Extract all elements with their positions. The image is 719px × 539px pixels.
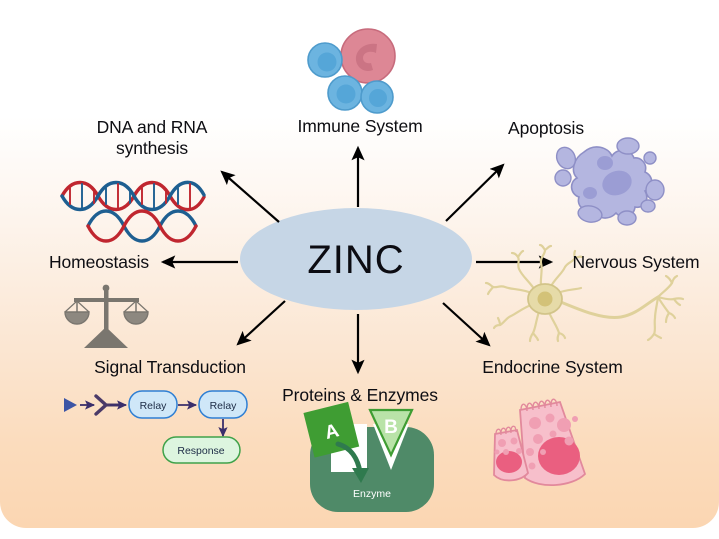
response-node bbox=[162, 436, 241, 464]
dna-helix-icon bbox=[60, 180, 206, 243]
relay-1-label: Relay bbox=[140, 400, 168, 412]
substrate-a-label: A bbox=[323, 420, 342, 444]
label-immune-system: Immune System bbox=[297, 116, 423, 136]
arrow-to-endocrine bbox=[442, 302, 491, 347]
arrow-group bbox=[160, 145, 554, 375]
substrate-b: B bbox=[368, 408, 414, 458]
balance-scale-icon bbox=[64, 284, 149, 348]
label-homeostasis: Homeostasis bbox=[48, 252, 150, 272]
signal-cascade-icon: Relay Relay Response bbox=[64, 390, 248, 464]
label-apoptosis: Apoptosis bbox=[508, 118, 584, 138]
secretory-cells-icon bbox=[493, 398, 587, 487]
substrate-a bbox=[303, 401, 360, 458]
relay-2-label: Relay bbox=[210, 400, 238, 412]
relay-node-1 bbox=[128, 390, 178, 419]
enzyme-label: Enzyme bbox=[353, 488, 391, 500]
arrow-to-dna-rna bbox=[220, 170, 280, 223]
response-label: Response bbox=[177, 445, 224, 457]
center-node-label: ZINC bbox=[307, 238, 405, 282]
relay-node-2 bbox=[198, 390, 248, 419]
arrow-to-signal bbox=[236, 300, 286, 346]
label-endocrine-system: Endocrine System bbox=[482, 357, 623, 377]
arrow-to-apoptosis bbox=[445, 163, 505, 222]
neuron-icon bbox=[484, 243, 685, 343]
enzyme-substrate-icon: A B Enzyme bbox=[303, 401, 434, 512]
label-signal-transduction: Signal Transduction bbox=[94, 357, 246, 377]
label-dna-rna-synthesis: DNA and RNA synthesis bbox=[96, 117, 208, 158]
label-nervous-system: Nervous System bbox=[572, 252, 700, 272]
immune-cells-icon bbox=[307, 28, 396, 114]
label-proteins-enzymes: Proteins & Enzymes bbox=[282, 385, 438, 405]
apoptotic-cell-icon bbox=[554, 137, 665, 226]
center-node-zinc[interactable] bbox=[240, 208, 472, 310]
substrate-b-label: B bbox=[384, 417, 398, 438]
